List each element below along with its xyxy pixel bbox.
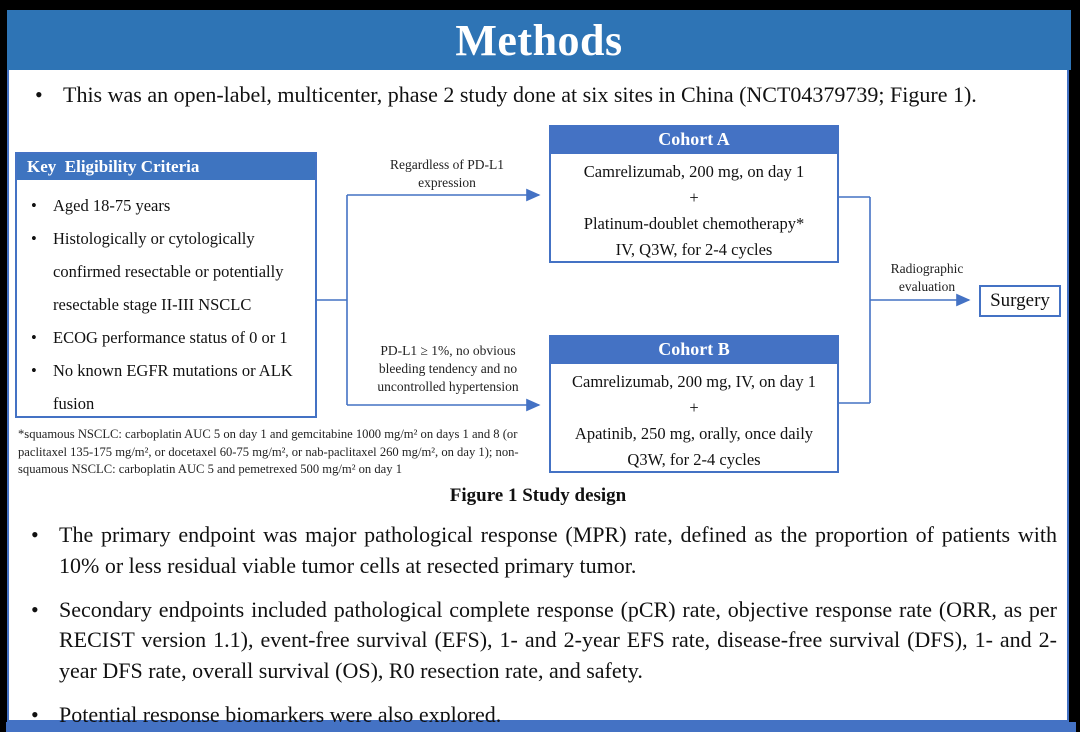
surgery-box: Surgery xyxy=(979,285,1061,317)
branch-bottom-label: PD-L1 ≥ 1%, no obvious bleeding tendency… xyxy=(377,343,519,394)
eligibility-item: Aged 18-75 years xyxy=(17,189,311,222)
cohort-a-body: Camrelizumab, 200 mg, on day 1 + Platinu… xyxy=(551,154,837,263)
cohort-a-line: Camrelizumab, 200 mg, on day 1 xyxy=(583,162,805,181)
eligibility-list: Aged 18-75 years Histologically or cytol… xyxy=(17,180,315,420)
eligibility-item: No known EGFR mutations or ALK fusion xyxy=(17,354,311,420)
intro-bullet: This was an open-label, multicenter, pha… xyxy=(29,81,1080,110)
slide-title-bar: Methods xyxy=(7,10,1071,70)
cohort-b-header: Cohort B xyxy=(551,337,837,364)
chemotherapy-footnote: *squamous NSCLC: carboplatin AUC 5 on da… xyxy=(18,427,519,477)
eligibility-item: ECOG performance status of 0 or 1 xyxy=(17,321,311,354)
eligibility-box: Key Eligibility Criteria Aged 18-75 year… xyxy=(15,152,317,418)
cohort-b-box: Cohort B Camrelizumab, 200 mg, IV, on da… xyxy=(549,335,839,473)
primary-endpoint-bullet: The primary endpoint was major pathologi… xyxy=(25,520,1057,582)
endpoints-section: The primary endpoint was major pathologi… xyxy=(25,520,1057,731)
surgery-label: Surgery xyxy=(990,290,1050,311)
cohort-b-line: Q3W, for 2-4 cycles xyxy=(627,450,761,469)
cohort-b-line: + xyxy=(689,398,699,417)
slide-footer-bar xyxy=(6,722,1076,732)
branch-top-label: Regardless of PD-L1 expression xyxy=(390,157,504,190)
figure-caption: Figure 1 Study design xyxy=(449,485,627,506)
eligibility-header: Key Eligibility Criteria xyxy=(17,154,315,180)
cohort-a-header: Cohort A xyxy=(551,127,837,154)
radiographic-evaluation-label: Radiographic evaluation xyxy=(890,261,964,294)
cohort-a-line: + xyxy=(689,188,699,207)
secondary-endpoints-bullet: Secondary endpoints included pathologica… xyxy=(25,595,1057,687)
page-title: Methods xyxy=(455,15,623,65)
cohort-b-line: Camrelizumab, 200 mg, IV, on day 1 xyxy=(572,372,816,391)
cohort-a-line: IV, Q3W, for 2-4 cycles xyxy=(615,240,773,259)
cohort-b-line: Apatinib, 250 mg, orally, once daily xyxy=(574,424,814,443)
cohort-a-box: Cohort A Camrelizumab, 200 mg, on day 1 … xyxy=(549,125,839,263)
study-design-diagram: Key Eligibility Criteria Aged 18-75 year… xyxy=(9,70,1067,720)
cohort-b-body: Camrelizumab, 200 mg, IV, on day 1 + Apa… xyxy=(551,364,837,473)
cohort-a-line: Platinum-doublet chemotherapy* xyxy=(583,214,805,233)
slide-content: This was an open-label, multicenter, pha… xyxy=(7,70,1069,731)
eligibility-item: Histologically or cytologically confirme… xyxy=(17,222,311,321)
